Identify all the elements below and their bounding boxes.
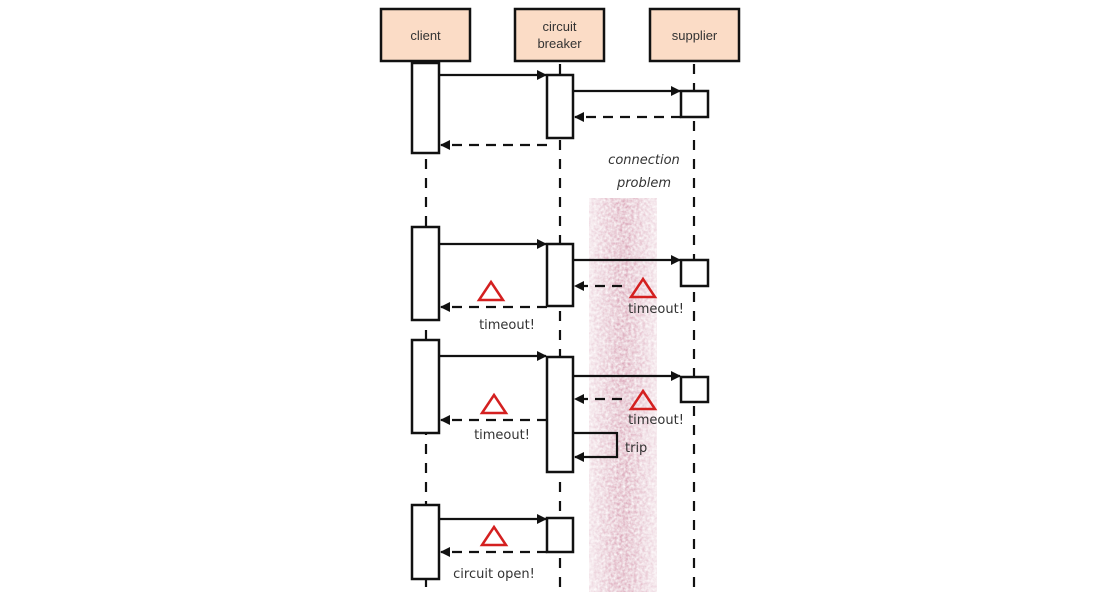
activation-breaker-3 — [545, 355, 575, 474]
activation-client-2 — [410, 225, 441, 322]
timeout-label: timeout! — [474, 428, 530, 443]
trip-label: trip — [625, 441, 647, 456]
warning-triangle-icon — [479, 524, 509, 547]
trip-self-arrow — [573, 431, 619, 462]
participant-client: client — [379, 7, 472, 63]
warning-triangle-icon — [476, 279, 506, 302]
connection-problem-label-2: problem — [616, 176, 671, 191]
activation-breaker-2 — [545, 242, 575, 308]
activation-supplier-1 — [679, 89, 710, 119]
warning-triangle-icon — [628, 276, 658, 299]
participant-breaker-label-2: breaker — [537, 36, 582, 51]
activation-client-1 — [410, 61, 441, 155]
activation-supplier-2 — [679, 258, 710, 288]
timeout-label: timeout! — [479, 318, 535, 333]
activation-breaker-1 — [545, 73, 575, 140]
participant-client-label: client — [410, 28, 441, 43]
participant-supplier: supplier — [648, 7, 741, 63]
timeout-label: timeout! — [628, 302, 684, 317]
activation-client-4 — [410, 503, 441, 581]
activation-supplier-3 — [679, 375, 710, 404]
participant-breaker-label-1: circuit — [543, 19, 577, 34]
activation-breaker-4 — [545, 516, 575, 554]
circuit-open-label: circuit open! — [453, 567, 535, 582]
activation-client-3 — [410, 338, 441, 435]
participant-breaker: circuit breaker — [513, 7, 606, 63]
warning-triangle-icon — [479, 392, 509, 415]
connection-problem-label-1: connection — [608, 153, 680, 168]
timeout-label: timeout! — [628, 413, 684, 428]
participant-supplier-label: supplier — [672, 28, 718, 43]
warning-triangle-icon — [628, 388, 658, 411]
